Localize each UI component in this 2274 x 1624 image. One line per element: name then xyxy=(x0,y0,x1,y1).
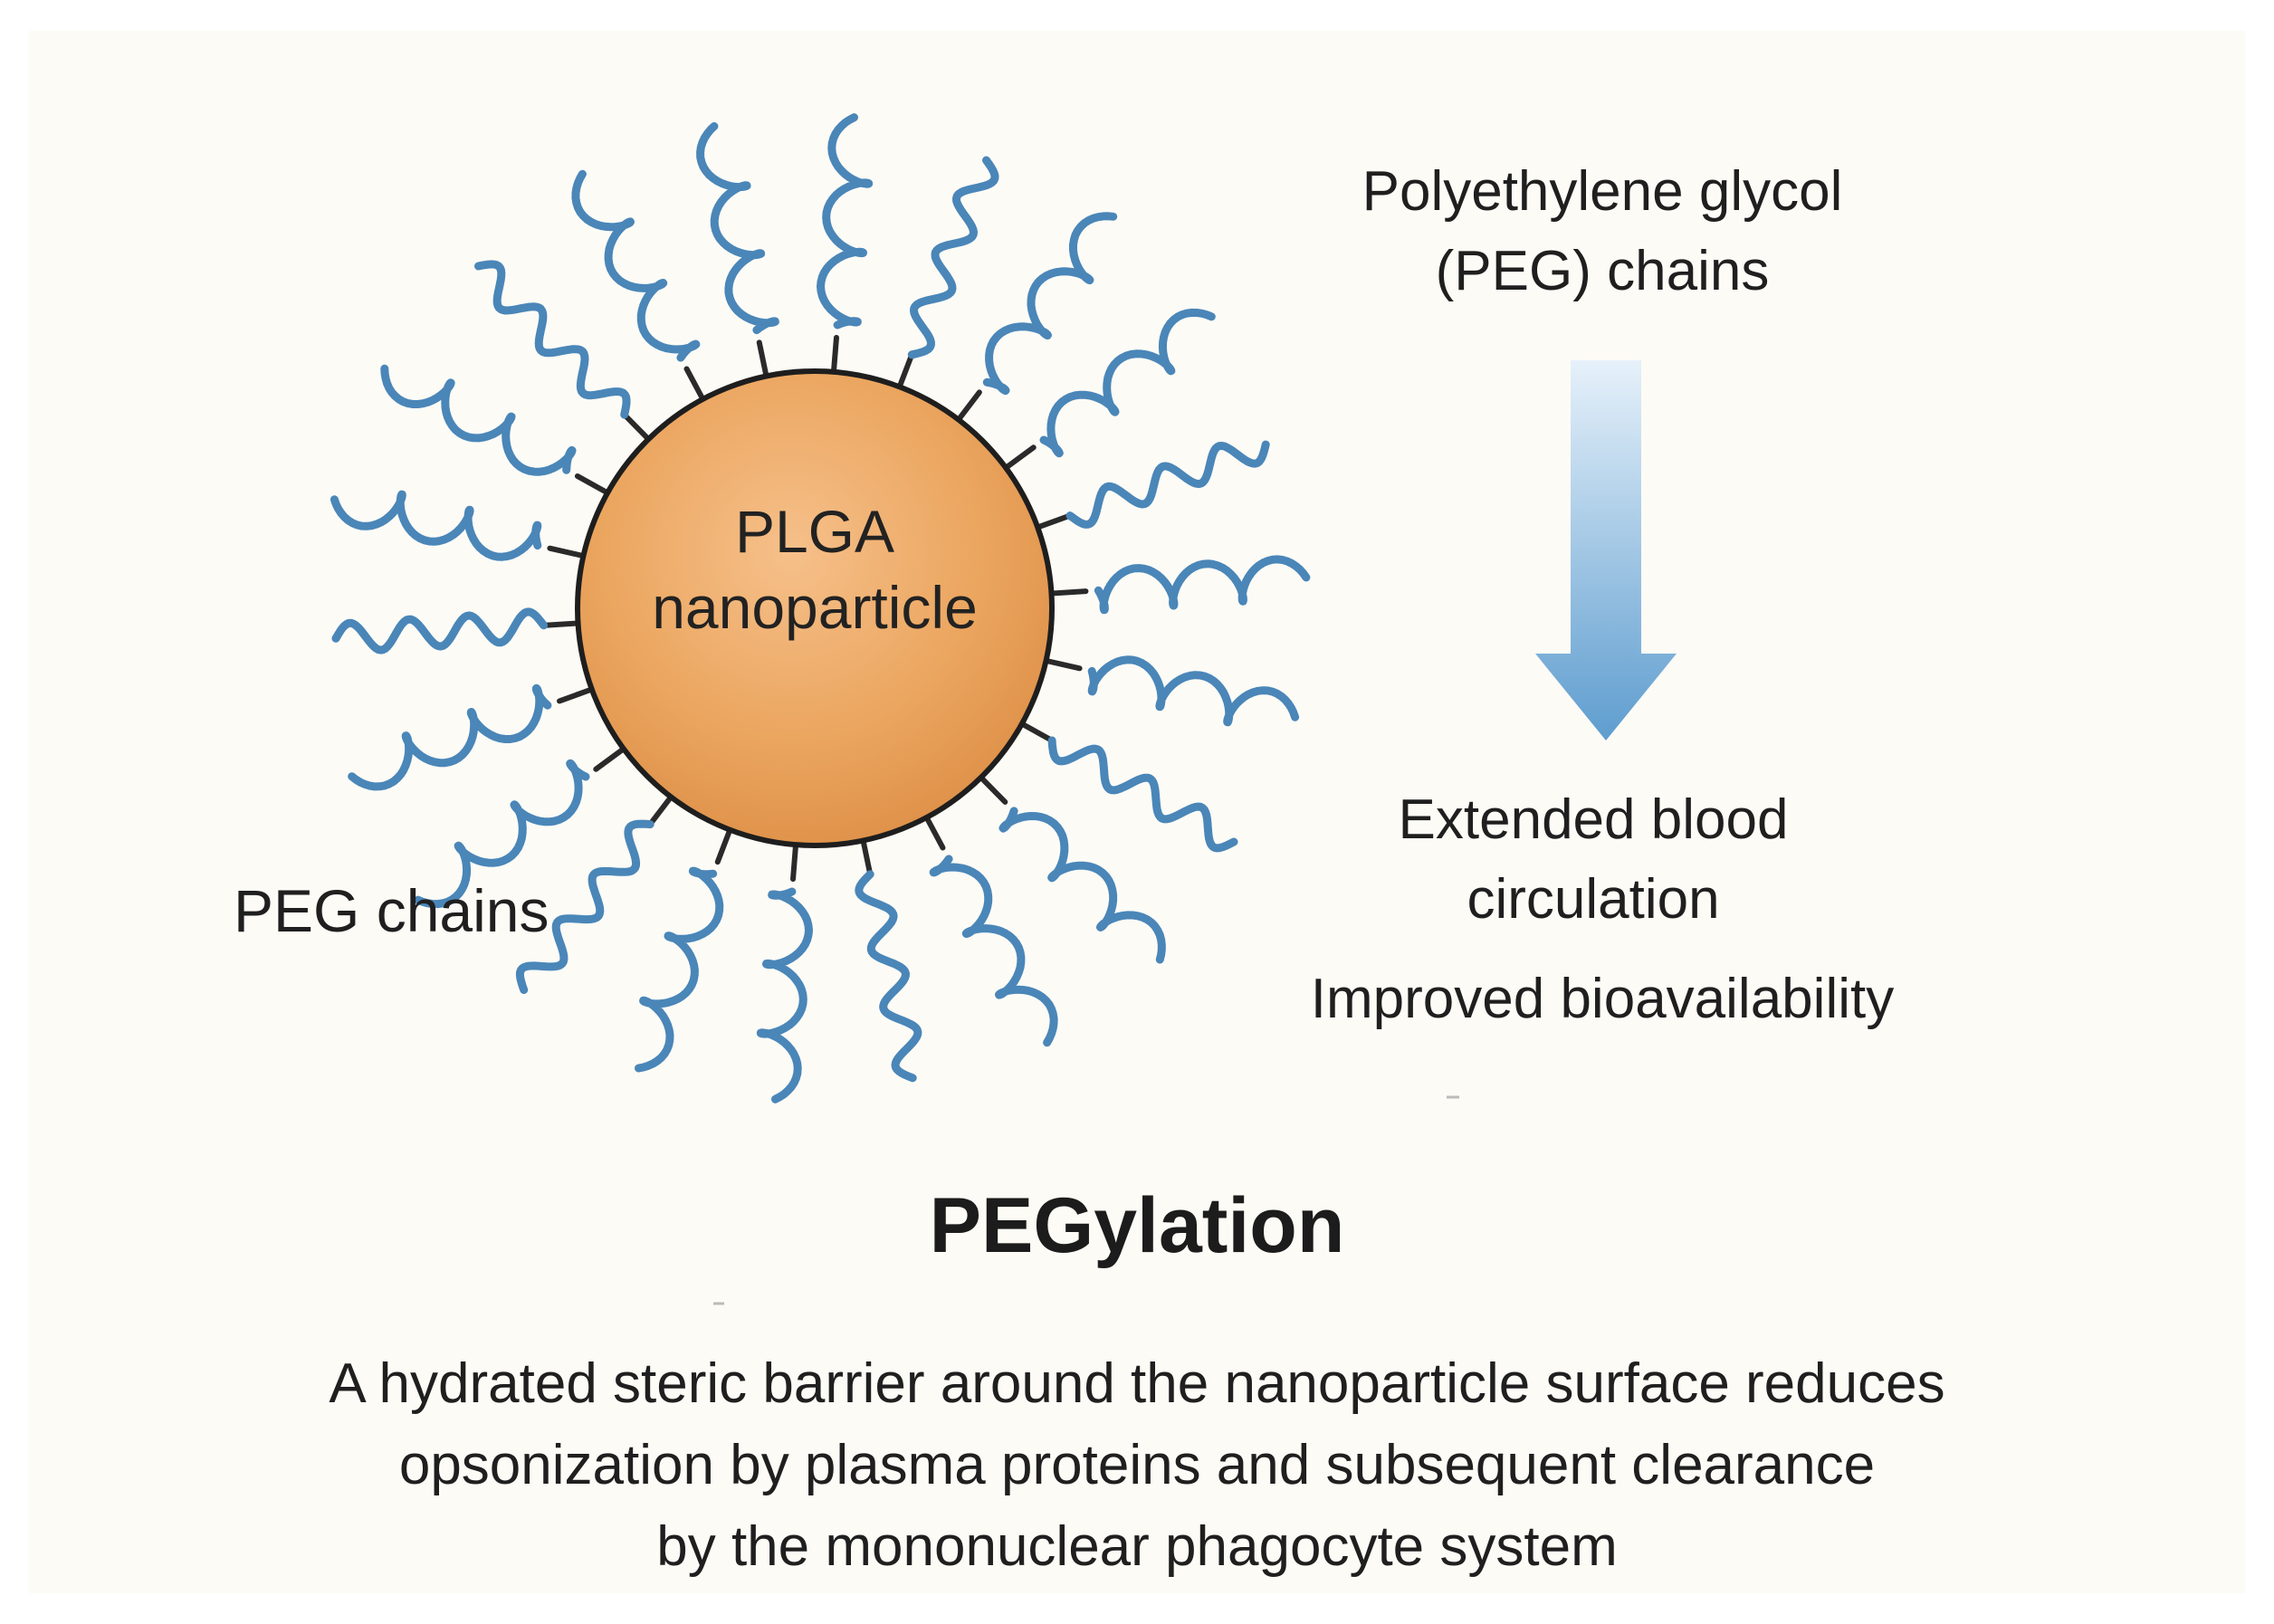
peg-chain xyxy=(929,855,1058,1047)
peg-chain xyxy=(331,607,549,654)
peg-chain xyxy=(982,212,1118,396)
peg-chain xyxy=(571,169,701,362)
chain-stem xyxy=(859,834,874,877)
effect-bioavailability: Improved bioavailability xyxy=(1310,968,1895,1030)
peg-chain xyxy=(696,122,779,335)
description-line2: opsonization by plasma proteins and subs… xyxy=(398,1434,1876,1496)
peg-chains-group xyxy=(330,113,1311,1103)
peg-chain xyxy=(907,156,999,359)
polymer-label-line1: Polyethylene glycol xyxy=(1362,160,1843,223)
diagram-title: PEGylation xyxy=(929,1182,1345,1269)
effect-circulation-line2: circulation xyxy=(1467,868,1720,931)
background-panel xyxy=(29,31,2245,1593)
chain-stem xyxy=(557,685,598,704)
description: A hydrated steric barrier around the nan… xyxy=(181,1343,2093,1588)
down-arrow-icon xyxy=(1535,360,1677,740)
peg-chain xyxy=(756,887,813,1103)
peg-chain xyxy=(635,866,724,1073)
peg-chain xyxy=(1047,736,1238,853)
peg-chain xyxy=(1039,308,1216,458)
plga-core-sphere xyxy=(575,368,1055,848)
peg-chain xyxy=(817,113,874,330)
effect-circulation: Extended blood circulation xyxy=(1285,780,1901,940)
chain-stem xyxy=(1045,588,1089,597)
description-line3: by the mononuclear phagocyte system xyxy=(656,1515,1618,1578)
peg-chain xyxy=(330,490,542,561)
particle-label-line2: nanoparticle xyxy=(652,574,978,641)
peg-chains-label: PEG chains xyxy=(234,877,549,944)
peg-chain xyxy=(1065,440,1270,529)
peg-chain xyxy=(474,260,631,419)
chain-stem xyxy=(895,351,915,394)
chain-stem xyxy=(1031,512,1073,531)
particle-label: PLGA nanoparticle xyxy=(579,493,1050,645)
chain-stem xyxy=(1039,657,1083,672)
effect-circulation-line1: Extended blood xyxy=(1398,788,1789,851)
peg-chain xyxy=(348,683,552,791)
peg-chain xyxy=(998,807,1166,964)
polymer-label-line2: (PEG) chains xyxy=(1435,240,1770,302)
peg-chain xyxy=(380,364,577,476)
description-line1: A hydrated steric barrier around the nan… xyxy=(329,1352,1945,1415)
peg-chain xyxy=(515,819,654,994)
peg-chain xyxy=(855,870,922,1083)
peg-chain xyxy=(1094,555,1311,615)
peg-chain xyxy=(1087,655,1300,727)
particle-label-line1: PLGA xyxy=(734,498,895,565)
polymer-label: Polyethylene glycol (PEG) chains xyxy=(1295,152,1910,311)
peg-chain xyxy=(414,759,590,909)
